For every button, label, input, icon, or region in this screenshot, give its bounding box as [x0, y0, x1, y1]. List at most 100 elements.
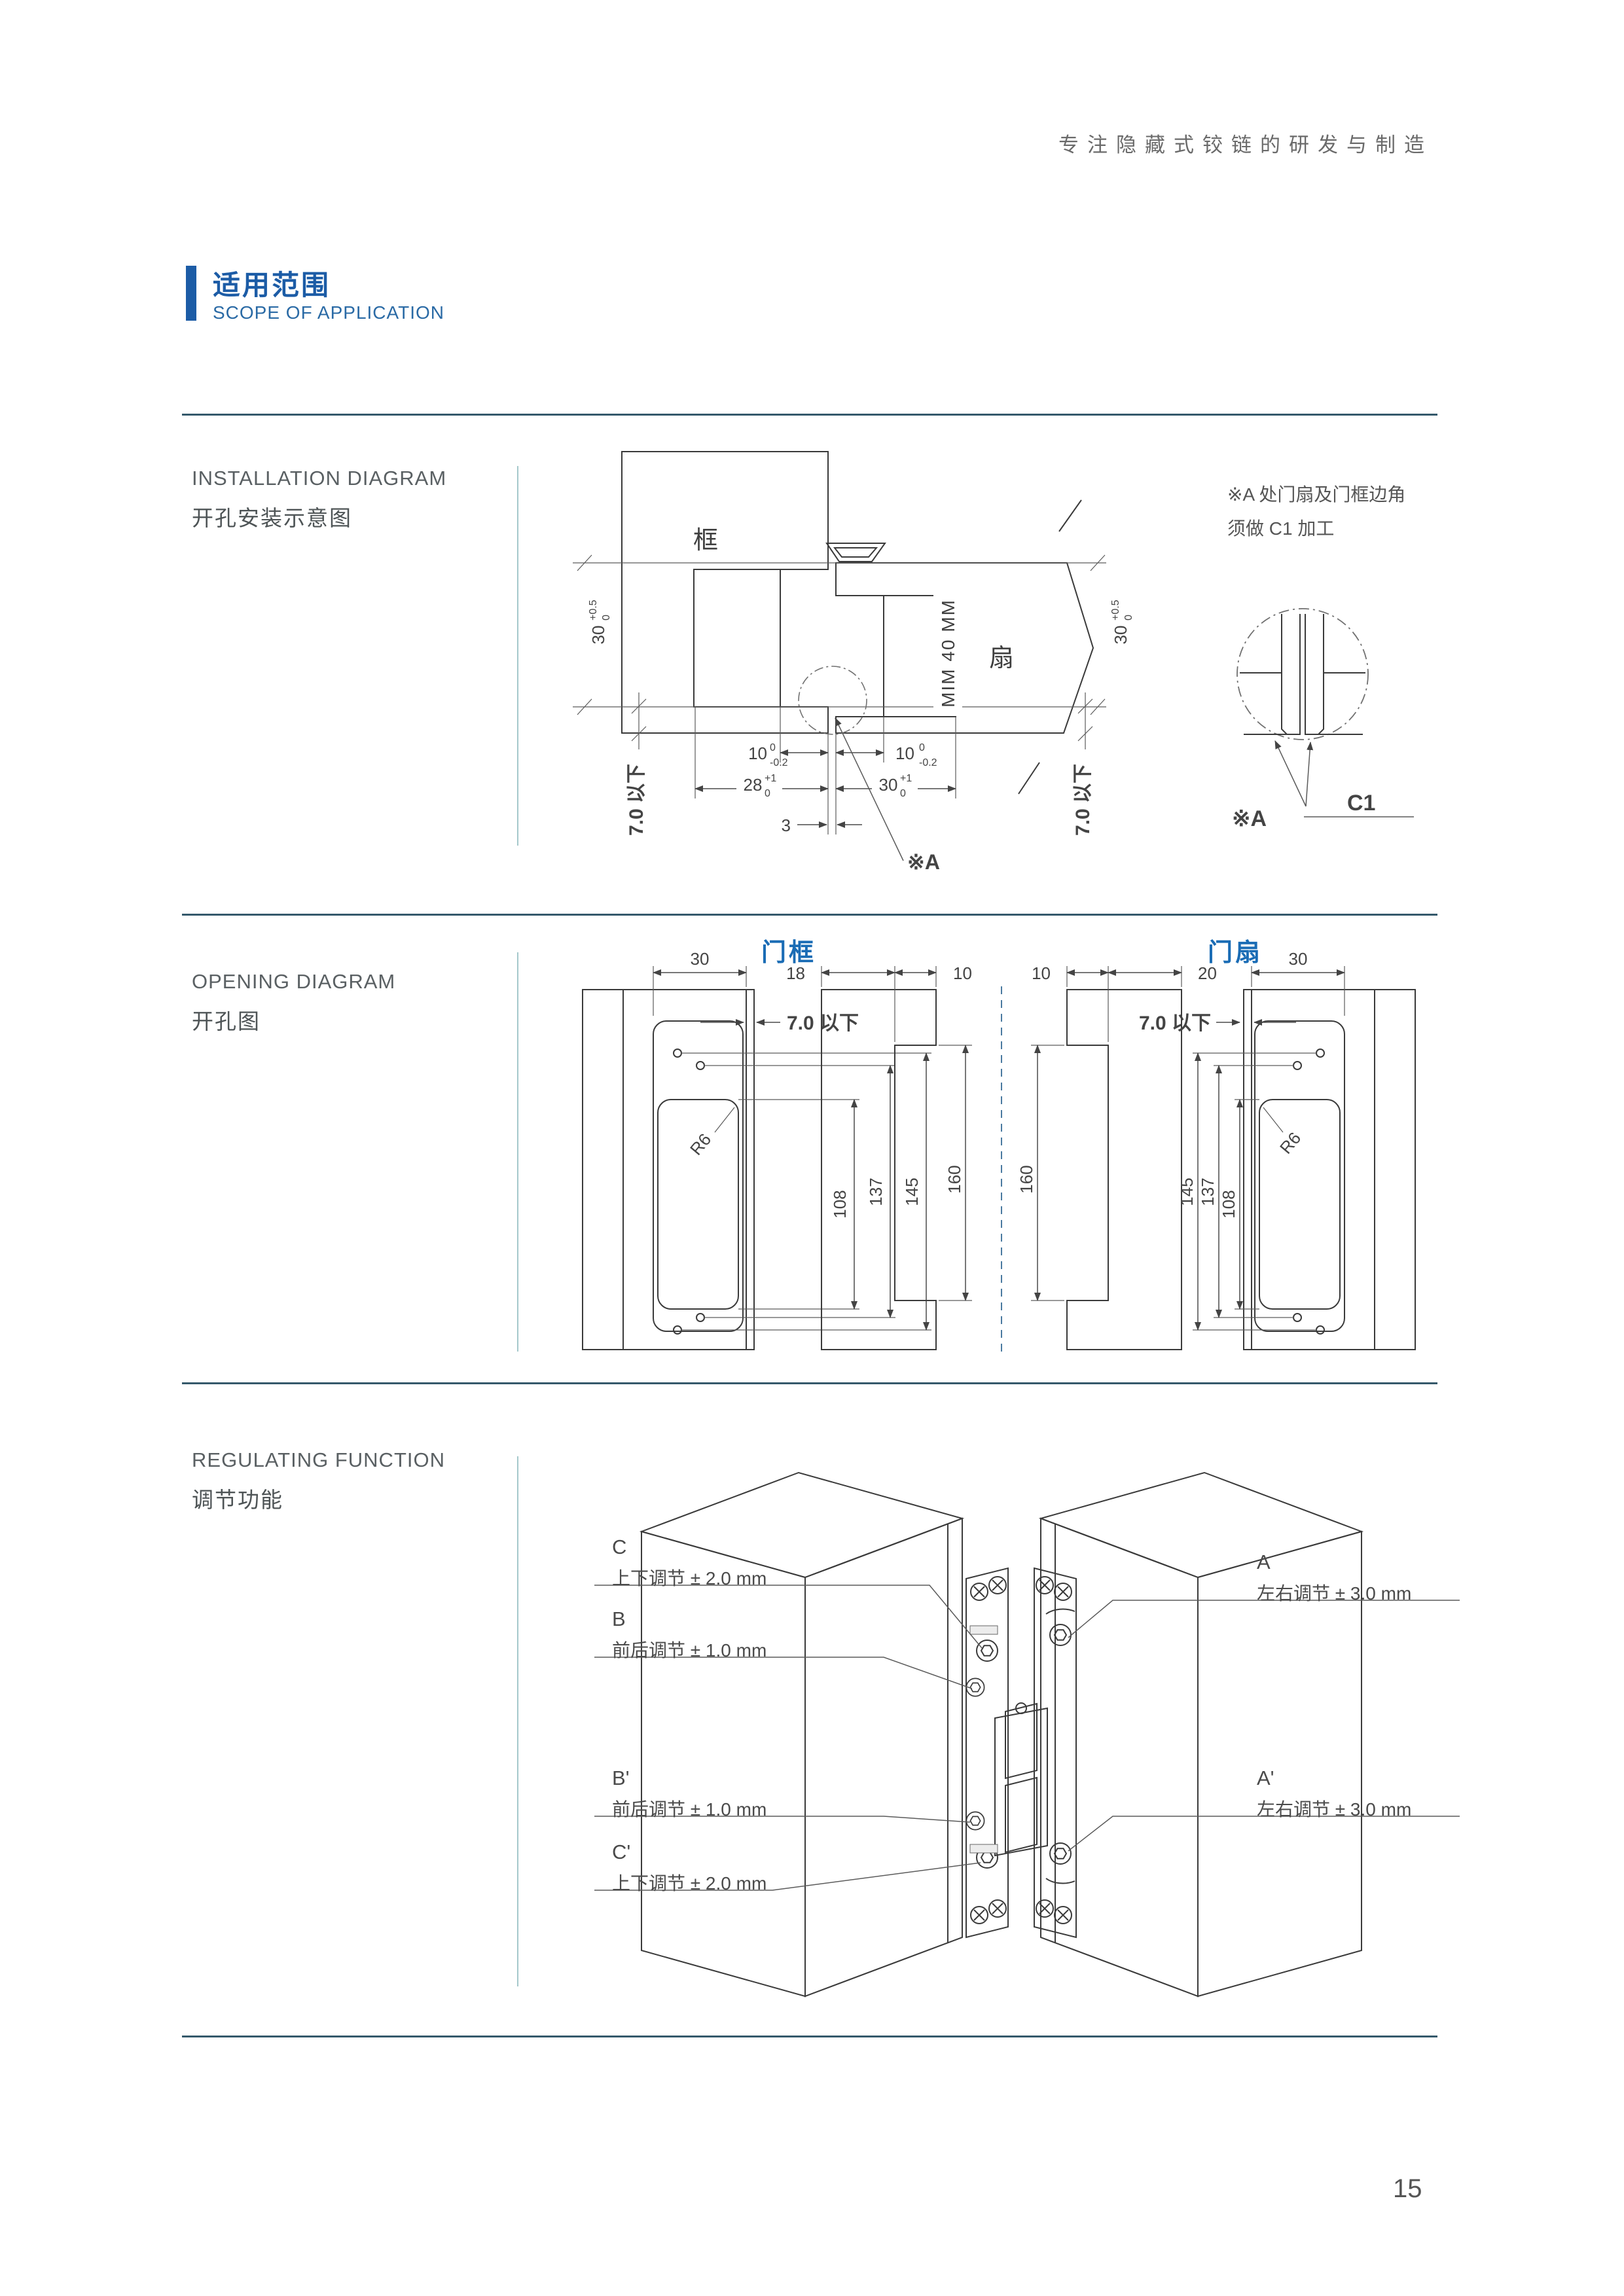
svg-text:+0.5: +0.5 — [588, 600, 599, 620]
section-title-en: SCOPE OF APPLICATION — [213, 302, 445, 323]
label-Bp-text: 前后调节 ± 1.0 mm — [612, 1799, 767, 1820]
halo — [933, 590, 962, 716]
hinge-center-block — [994, 1707, 1048, 1857]
detail-circle-marker — [798, 666, 867, 735]
installation-label-en: INSTALLATION DIAGRAM — [192, 467, 447, 490]
adjust-screw-Bp — [965, 1811, 985, 1831]
label-Cp: C' 上下调节 ± 2.0 mm — [612, 1840, 767, 1895]
tick — [1090, 698, 1106, 715]
label-Cp-text: 上下调节 ± 2.0 mm — [612, 1873, 767, 1893]
r6-leader — [1263, 1107, 1284, 1133]
svg-text:0: 0 — [601, 615, 612, 620]
door-edge-channel — [1305, 614, 1324, 735]
dim-108b: 108 — [1219, 1190, 1238, 1218]
tick — [631, 726, 647, 742]
adjust-screw-C — [976, 1640, 998, 1662]
dim-sub: -0.2 — [919, 757, 937, 768]
dim-20: 20 — [1198, 963, 1217, 983]
leader-A — [1068, 1600, 1460, 1638]
leader-Cp — [594, 1862, 981, 1891]
installation-label-zh: 开孔安装示意图 — [192, 506, 352, 530]
release-tab — [969, 1844, 998, 1854]
dim-10-right: 10 — [895, 744, 914, 763]
rule-mid1 — [182, 914, 1437, 916]
screw-hole — [1316, 1325, 1325, 1335]
door-section — [835, 562, 1094, 734]
dim-30: 30 — [691, 949, 710, 969]
frame-slot-inner — [657, 1099, 739, 1310]
svg-text:0: 0 — [1123, 615, 1134, 620]
phillips-screw — [988, 1576, 1007, 1594]
label-B-text: 前后调节 ± 1.0 mm — [612, 1640, 767, 1660]
dim-160: 160 — [945, 1165, 964, 1193]
divider-opening — [517, 952, 518, 1352]
dim-137: 137 — [866, 1177, 886, 1206]
dim-sub: 0 — [900, 788, 906, 799]
leaf-heading: 门扇 — [1208, 939, 1263, 967]
leaf-face — [1243, 989, 1416, 1350]
dim-30b: 30 — [1289, 949, 1308, 969]
break-line-top — [1058, 499, 1082, 532]
hinge-pin-cap — [1015, 1702, 1027, 1714]
svg-text:30: 30 — [1111, 626, 1130, 645]
svg-text:MIM 40 MM: MIM 40 MM — [938, 599, 958, 708]
screw-hole — [696, 1061, 705, 1070]
frame-profile — [821, 989, 937, 1350]
phillips-screw — [970, 1583, 988, 1601]
label-B: B 前后调节 ± 1.0 mm — [612, 1607, 767, 1662]
phillips-screw — [1036, 1899, 1054, 1918]
dim-30-right: 30 +0.5 0 — [1110, 600, 1134, 644]
refA-leader — [835, 717, 904, 861]
refA-label: ※A — [907, 850, 940, 874]
frame-section — [621, 451, 829, 734]
label-C-key: C — [612, 1535, 627, 1558]
dim-sup: +1 — [765, 773, 776, 784]
opening-diagram: 30 7.0 以下 108 137 145 R6 18 10 160 — [582, 949, 1416, 1356]
detail-c1: C1 — [1347, 791, 1375, 816]
regulating-label-zh: 调节功能 — [192, 1488, 283, 1512]
page-header-slogan: 专注隐藏式铰链的研发与制造 — [1058, 134, 1433, 156]
c1-detail-diagram: ※A C1 — [1232, 608, 1414, 831]
label-Ap-key: A' — [1257, 1767, 1274, 1789]
leaf-slot-inner — [1259, 1099, 1341, 1310]
title-accent-bar — [186, 266, 196, 321]
divider-regulating — [517, 1456, 518, 1986]
hinge-plate-right — [1034, 1567, 1077, 1939]
dim-sub: -0.2 — [770, 757, 788, 768]
label-Bp-key: B' — [612, 1767, 630, 1789]
rule-top — [182, 414, 1437, 416]
screw-hole — [673, 1325, 682, 1335]
dim-10-left: 10 — [748, 744, 767, 763]
label-A-text: 左右调节 ± 3.0 mm — [1257, 1583, 1412, 1604]
adjust-arc — [1045, 1608, 1075, 1615]
label-A-key: A — [1257, 1551, 1271, 1573]
tick — [1090, 554, 1106, 571]
svg-text:+0.5: +0.5 — [1110, 600, 1121, 620]
detail-circle — [1236, 608, 1369, 740]
regulating-diagram — [594, 1471, 1460, 1998]
screw-hole — [1293, 1061, 1302, 1070]
dim-18: 18 — [786, 963, 805, 983]
tick — [631, 698, 647, 714]
dim-10b: 10 — [1032, 963, 1051, 983]
right-panel-side — [1197, 1530, 1362, 1998]
break-line-bottom — [1018, 762, 1040, 795]
adjust-screw-A — [1049, 1624, 1072, 1646]
label-B-key: B — [612, 1607, 626, 1630]
halo — [689, 521, 723, 555]
tick — [1077, 726, 1093, 742]
frame-edge-channel — [1281, 614, 1301, 735]
adjust-screw-Ap — [1049, 1842, 1072, 1865]
label-A: A 左右调节 ± 3.0 mm — [1257, 1551, 1411, 1605]
dim-3: 3 — [782, 816, 791, 835]
phillips-screw — [1036, 1576, 1054, 1594]
leader-C — [594, 1585, 983, 1649]
section-title-zh: 适用范围 — [213, 270, 331, 300]
frame-slot-outer — [653, 1020, 744, 1332]
label-Bp: B' 前后调节 ± 1.0 mm — [612, 1767, 767, 1821]
regulating-label: REGULATING FUNCTION 调节功能 — [192, 1448, 445, 1514]
c1-arrow-left — [1274, 740, 1307, 807]
opening-label-en: OPENING DIAGRAM — [192, 970, 396, 993]
opening-label: OPENING DIAGRAM 开孔图 — [192, 970, 395, 1035]
